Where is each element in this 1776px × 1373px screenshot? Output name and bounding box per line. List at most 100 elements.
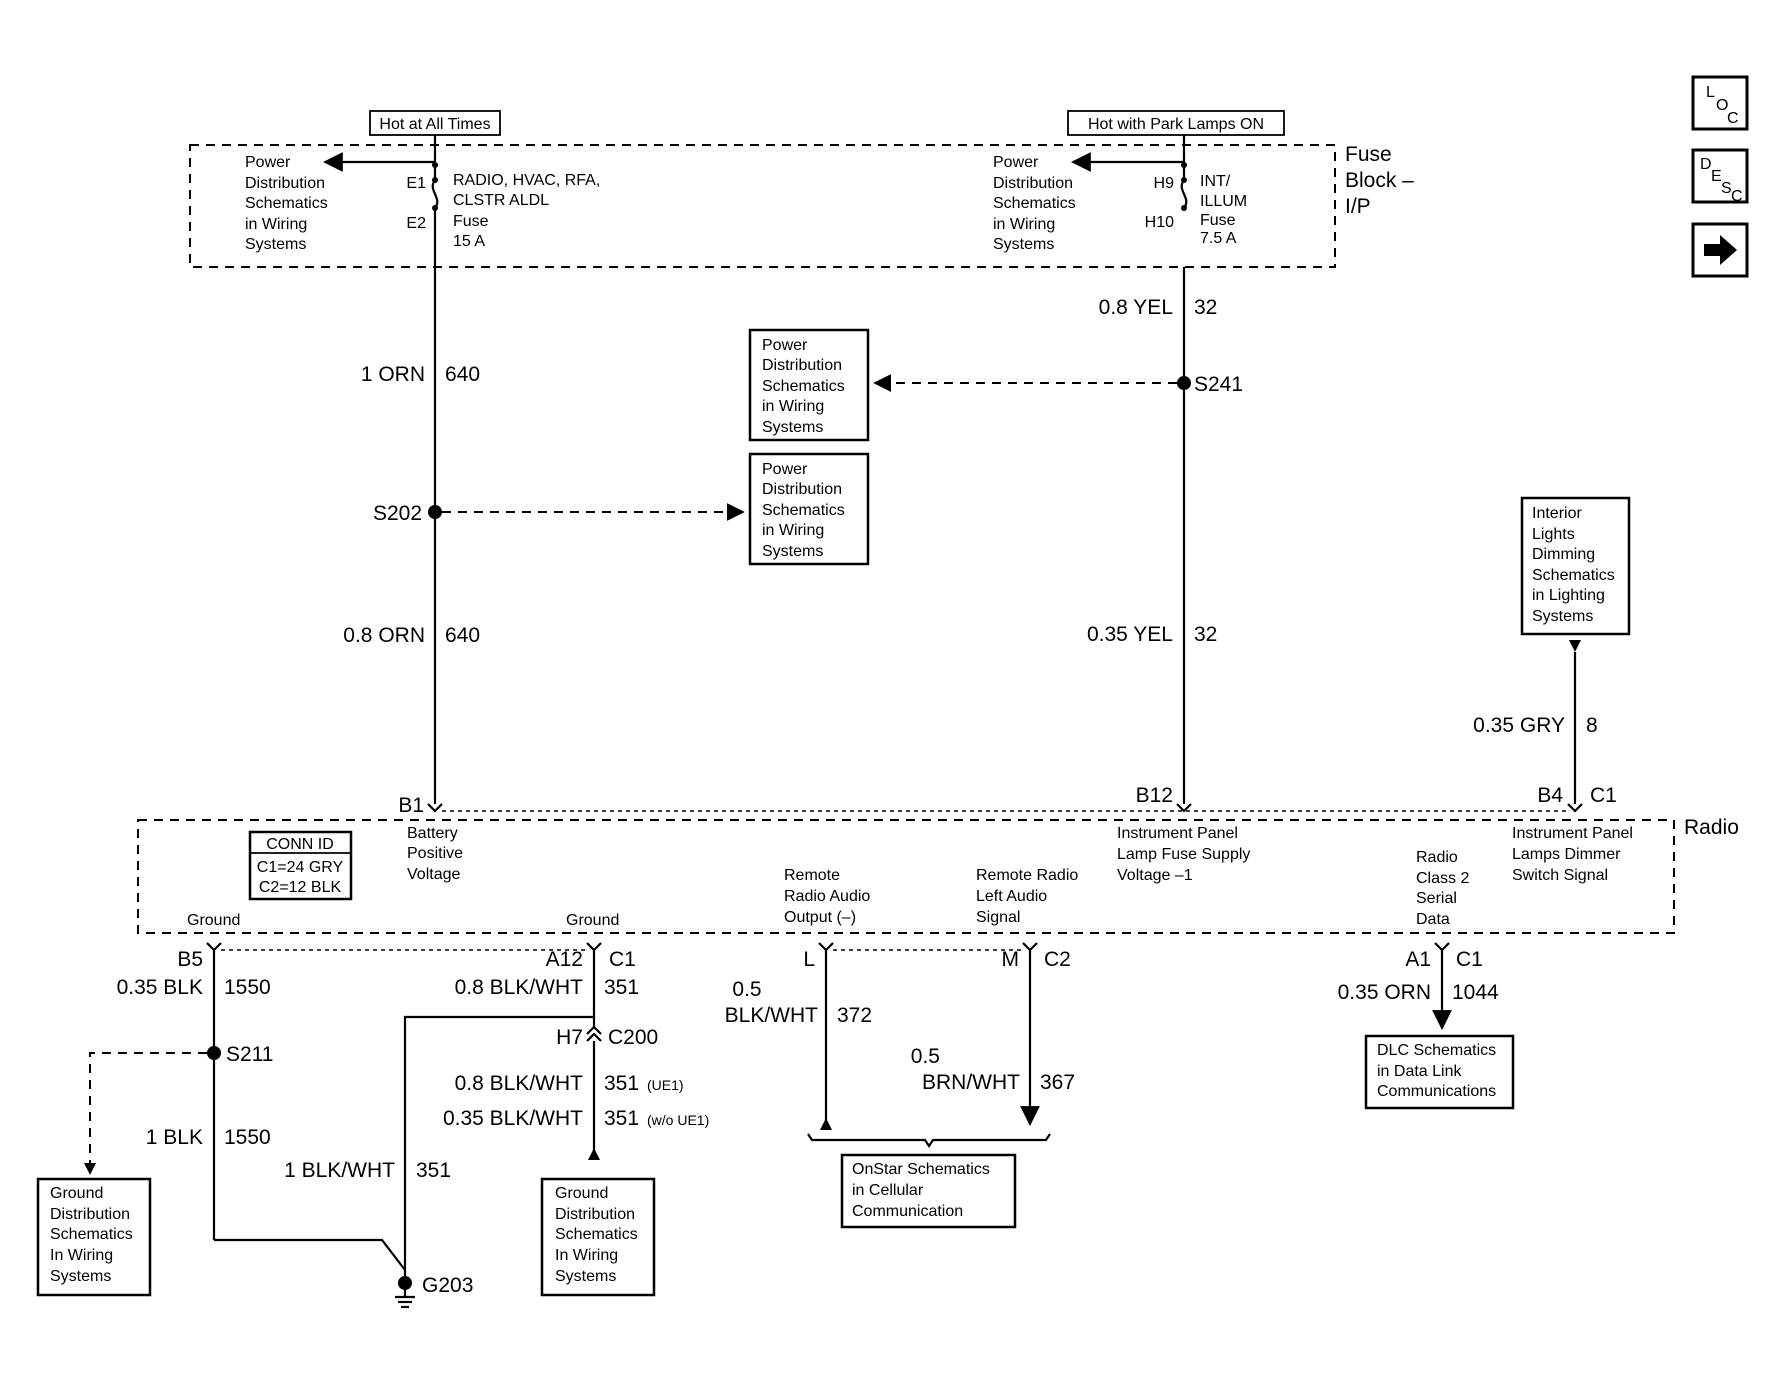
svg-text:Distribution: Distribution [762, 481, 842, 498]
svg-text:Communications: Communications [1377, 1083, 1496, 1100]
svg-text:Schematics: Schematics [50, 1226, 133, 1243]
svg-text:Output (–): Output (–) [784, 909, 856, 926]
svg-text:Distribution: Distribution [993, 175, 1073, 192]
fuse-pd-text-left: Power Distribution Schematics in Wiring … [245, 154, 328, 253]
ref-box-interior-lights[interactable]: Interior Lights Dimming Schematics in Li… [1520, 496, 1631, 636]
svg-text:Hot with Park Lamps ON: Hot with Park Lamps ON [1088, 116, 1264, 133]
svg-text:0.35 YEL: 0.35 YEL [1087, 623, 1173, 646]
connector-c2: C2 [1044, 948, 1071, 971]
svg-text:in Wiring: in Wiring [245, 216, 307, 233]
svg-text:Power: Power [993, 154, 1039, 171]
ref-box-ground-mid[interactable]: Ground Distribution Schematics In Wiring… [540, 1177, 656, 1297]
wire-351 [403, 950, 596, 1276]
svg-text:351: 351 [604, 976, 639, 999]
svg-text:INT/: INT/ [1200, 173, 1231, 190]
hot-at-all-times-label: Hot at All Times [369, 110, 501, 136]
svg-text:Instrument Panel: Instrument Panel [1117, 825, 1238, 842]
svg-text:15 A: 15 A [453, 233, 485, 250]
terminal-e1: E1 [406, 175, 426, 192]
ref-box-ground-left[interactable]: Ground Distribution Schematics In Wiring… [36, 1177, 152, 1297]
svg-text:DLC Schematics: DLC Schematics [1377, 1042, 1496, 1059]
svg-text:Communication: Communication [852, 1203, 963, 1220]
svg-text:In Wiring: In Wiring [555, 1247, 618, 1264]
label-remote-radio-left-audio: Remote Radio Left Audio Signal [976, 867, 1078, 926]
svg-text:1 ORN: 1 ORN [361, 363, 425, 386]
svg-text:Lights: Lights [1532, 526, 1575, 543]
svg-text:Voltage –1: Voltage –1 [1117, 867, 1193, 884]
splice-s211 [207, 1046, 221, 1060]
svg-text:351: 351 [416, 1159, 451, 1182]
svg-text:S: S [1721, 180, 1732, 197]
svg-text:OnStar Schematics: OnStar Schematics [852, 1161, 990, 1178]
svg-text:O: O [1716, 97, 1728, 114]
fuse-pd-text-right: Power Distribution Schematics in Wiring … [993, 154, 1076, 253]
svg-text:Fuse: Fuse [1200, 212, 1236, 229]
wire-label-035bw-351-wo-ue1: 0.35 BLK/WHT 351 (w/o UE1) [443, 1107, 709, 1130]
svg-text:In Wiring: In Wiring [50, 1247, 113, 1264]
wire-label-05brn-367: 0.5 BRN/WHT 367 [911, 1045, 1075, 1094]
svg-text:1 BLK: 1 BLK [146, 1126, 203, 1149]
label-ground-1: Ground [187, 912, 240, 929]
svg-text:0.35 GRY: 0.35 GRY [1473, 714, 1565, 737]
conn-id-box: CONN ID C1=24 GRY C2=12 BLK [248, 830, 353, 901]
svg-text:RADIO, HVAC, RFA,: RADIO, HVAC, RFA, [453, 172, 600, 189]
svg-text:(w/o UE1): (w/o UE1) [647, 1112, 709, 1128]
ref-box-power-distribution-b[interactable]: Power Distribution Schematics in Wiring … [748, 452, 870, 566]
svg-text:Hot at All Times: Hot at All Times [379, 116, 490, 133]
fuse-block-title: Fuse Block – I/P [1345, 143, 1414, 218]
svg-text:32: 32 [1194, 296, 1217, 319]
ref-box-power-distribution-a[interactable]: Power Distribution Schematics in Wiring … [748, 328, 870, 442]
terminal-e2: E2 [406, 215, 426, 232]
svg-text:Radio: Radio [1416, 849, 1458, 866]
desc-button[interactable]: D E S C [1691, 148, 1749, 205]
pin-b4: B4 [1537, 784, 1563, 807]
svg-text:CONN ID: CONN ID [266, 836, 334, 853]
onstar-bracket [807, 1133, 1051, 1148]
svg-text:8: 8 [1586, 714, 1598, 737]
svg-text:Distribution: Distribution [555, 1206, 635, 1223]
svg-text:CLSTR ALDL: CLSTR ALDL [453, 192, 549, 209]
next-page-button[interactable] [1691, 222, 1749, 278]
wire-label-035orn-1044: 0.35 ORN 1044 [1338, 981, 1499, 1004]
svg-text:Power: Power [762, 461, 808, 478]
svg-text:Left Audio: Left Audio [976, 888, 1047, 905]
svg-text:Interior: Interior [1532, 505, 1582, 522]
terminal-h10: H10 [1145, 214, 1174, 231]
svg-text:Positive: Positive [407, 845, 463, 862]
hot-with-park-lamps-label: Hot with Park Lamps ON [1067, 110, 1285, 136]
svg-text:0.8 BLK/WHT: 0.8 BLK/WHT [455, 1072, 584, 1095]
svg-text:Data: Data [1416, 911, 1450, 928]
svg-text:1550: 1550 [224, 976, 271, 999]
svg-text:1 BLK/WHT: 1 BLK/WHT [284, 1159, 395, 1182]
svg-text:0.35 BLK: 0.35 BLK [117, 976, 203, 999]
svg-text:Distribution: Distribution [50, 1206, 130, 1223]
ref-box-dlc[interactable]: DLC Schematics in Data Link Communicatio… [1364, 1034, 1515, 1110]
svg-text:0.5: 0.5 [911, 1045, 940, 1068]
arrow-right-icon [1704, 235, 1737, 265]
label-radio-class2-serial-data: Radio Class 2 Serial Data [1416, 849, 1469, 928]
svg-text:Systems: Systems [762, 419, 823, 436]
svg-text:Schematics: Schematics [1532, 567, 1615, 584]
pin-b12: B12 [1136, 784, 1173, 807]
pin-h7: H7 [556, 1026, 583, 1049]
ground-g203-label: G203 [422, 1274, 473, 1297]
svg-text:Serial: Serial [1416, 890, 1457, 907]
ref-box-onstar[interactable]: OnStar Schematics in Cellular Communicat… [840, 1153, 1017, 1229]
label-battery-positive-voltage: Battery Positive Voltage [407, 825, 463, 883]
svg-text:(UE1): (UE1) [647, 1077, 684, 1093]
svg-text:Remote: Remote [784, 867, 840, 884]
svg-text:C1=24 GRY: C1=24 GRY [257, 859, 344, 876]
wire-label-1bw-351: 1 BLK/WHT 351 [284, 1159, 451, 1182]
svg-text:L: L [1706, 84, 1715, 101]
svg-text:Systems: Systems [555, 1268, 616, 1285]
loc-button[interactable]: L O C [1691, 75, 1749, 131]
pin-a12: A12 [546, 948, 583, 971]
svg-text:Ground: Ground [555, 1185, 608, 1202]
svg-text:0.35 ORN: 0.35 ORN [1338, 981, 1431, 1004]
svg-text:Distribution: Distribution [245, 175, 325, 192]
svg-text:in Wiring: in Wiring [762, 398, 824, 415]
svg-text:367: 367 [1040, 1071, 1075, 1094]
svg-text:0.5: 0.5 [732, 978, 761, 1001]
svg-text:BRN/WHT: BRN/WHT [922, 1071, 1020, 1094]
pin-a1: A1 [1405, 948, 1431, 971]
